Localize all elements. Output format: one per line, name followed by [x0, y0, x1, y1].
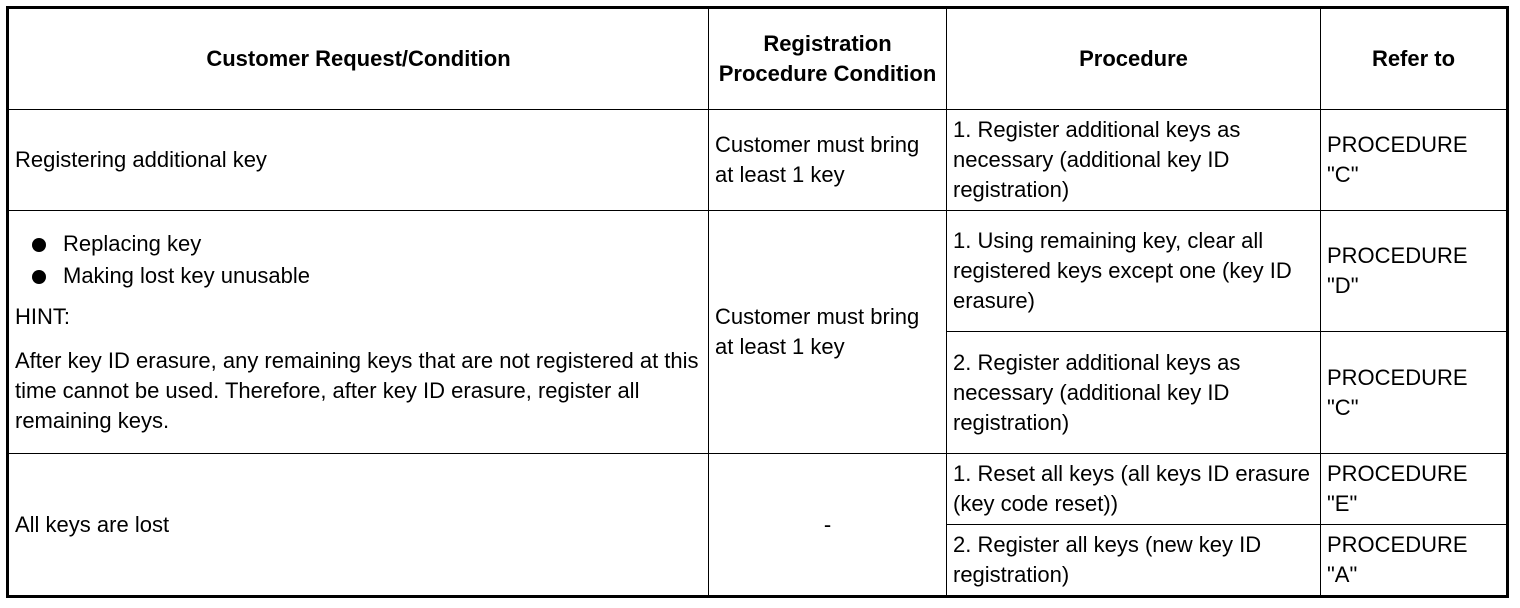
- cell-refer-to: PROCEDURE "E": [1320, 453, 1508, 525]
- key-registration-table: Customer Request/Condition Registration …: [6, 6, 1509, 598]
- key-registration-table-container: Customer Request/Condition Registration …: [6, 6, 1509, 598]
- list-item-label: Making lost key unusable: [63, 263, 311, 288]
- cell-customer-request: All keys are lost: [7, 453, 709, 597]
- header-row: Customer Request/Condition Registration …: [7, 7, 1508, 110]
- table-row-all-keys-lost-step-1: All keys are lost - 1. Reset all keys (a…: [7, 453, 1508, 597]
- cell-refer-to: PROCEDURE "D": [1320, 210, 1508, 332]
- cell-customer-request: Registering additional key: [7, 109, 709, 211]
- list-item: Replacing key: [15, 228, 702, 260]
- cell-refer-to: PROCEDURE "C": [1320, 109, 1508, 211]
- cell-registration-condition: Customer must bring at least 1 key: [708, 109, 947, 211]
- condition-list: Replacing key Making lost key unusable: [15, 228, 702, 292]
- header-refer-to: Refer to: [1320, 7, 1508, 110]
- table-row-replacing-key-step-2: 2. Register additional keys as necessary…: [8, 331, 1508, 454]
- cell-procedure: 2. Register additional keys as necessary…: [946, 331, 1321, 454]
- table-row-additional-key: Registering additional key Customer must…: [7, 109, 1508, 211]
- header-registration-condition: Registration Procedure Condition: [708, 7, 947, 110]
- bullet-icon: [32, 270, 46, 284]
- cell-procedure: 2. Register all keys (new key ID registr…: [946, 524, 1321, 597]
- hint-title: HINT:: [15, 304, 70, 329]
- hint-text: After key ID erasure, any remaining keys…: [15, 348, 699, 433]
- list-item-label: Replacing key: [63, 231, 202, 256]
- bullet-icon: [32, 238, 46, 252]
- cell-procedure: 1. Reset all keys (all keys ID erasure (…: [946, 453, 1321, 525]
- table-row-all-keys-lost-step-2: 2. Register all keys (new key ID registr…: [8, 524, 1508, 597]
- cell-refer-to: PROCEDURE "A": [1320, 524, 1508, 597]
- cell-registration-condition: Customer must bring at least 1 key: [708, 210, 947, 454]
- cell-procedure: 1. Using remaining key, clear all regist…: [946, 210, 1321, 332]
- cell-refer-to: PROCEDURE "C": [1320, 331, 1508, 454]
- list-item: Making lost key unusable: [15, 260, 702, 292]
- cell-customer-request: Replacing key Making lost key unusable H…: [7, 210, 709, 454]
- header-procedure: Procedure: [946, 7, 1321, 110]
- table-row-replacing-key-step-1: Replacing key Making lost key unusable H…: [7, 210, 1508, 454]
- cell-procedure: 1. Register additional keys as necessary…: [946, 109, 1321, 211]
- cell-registration-condition: -: [708, 453, 947, 597]
- header-customer-request: Customer Request/Condition: [7, 7, 709, 110]
